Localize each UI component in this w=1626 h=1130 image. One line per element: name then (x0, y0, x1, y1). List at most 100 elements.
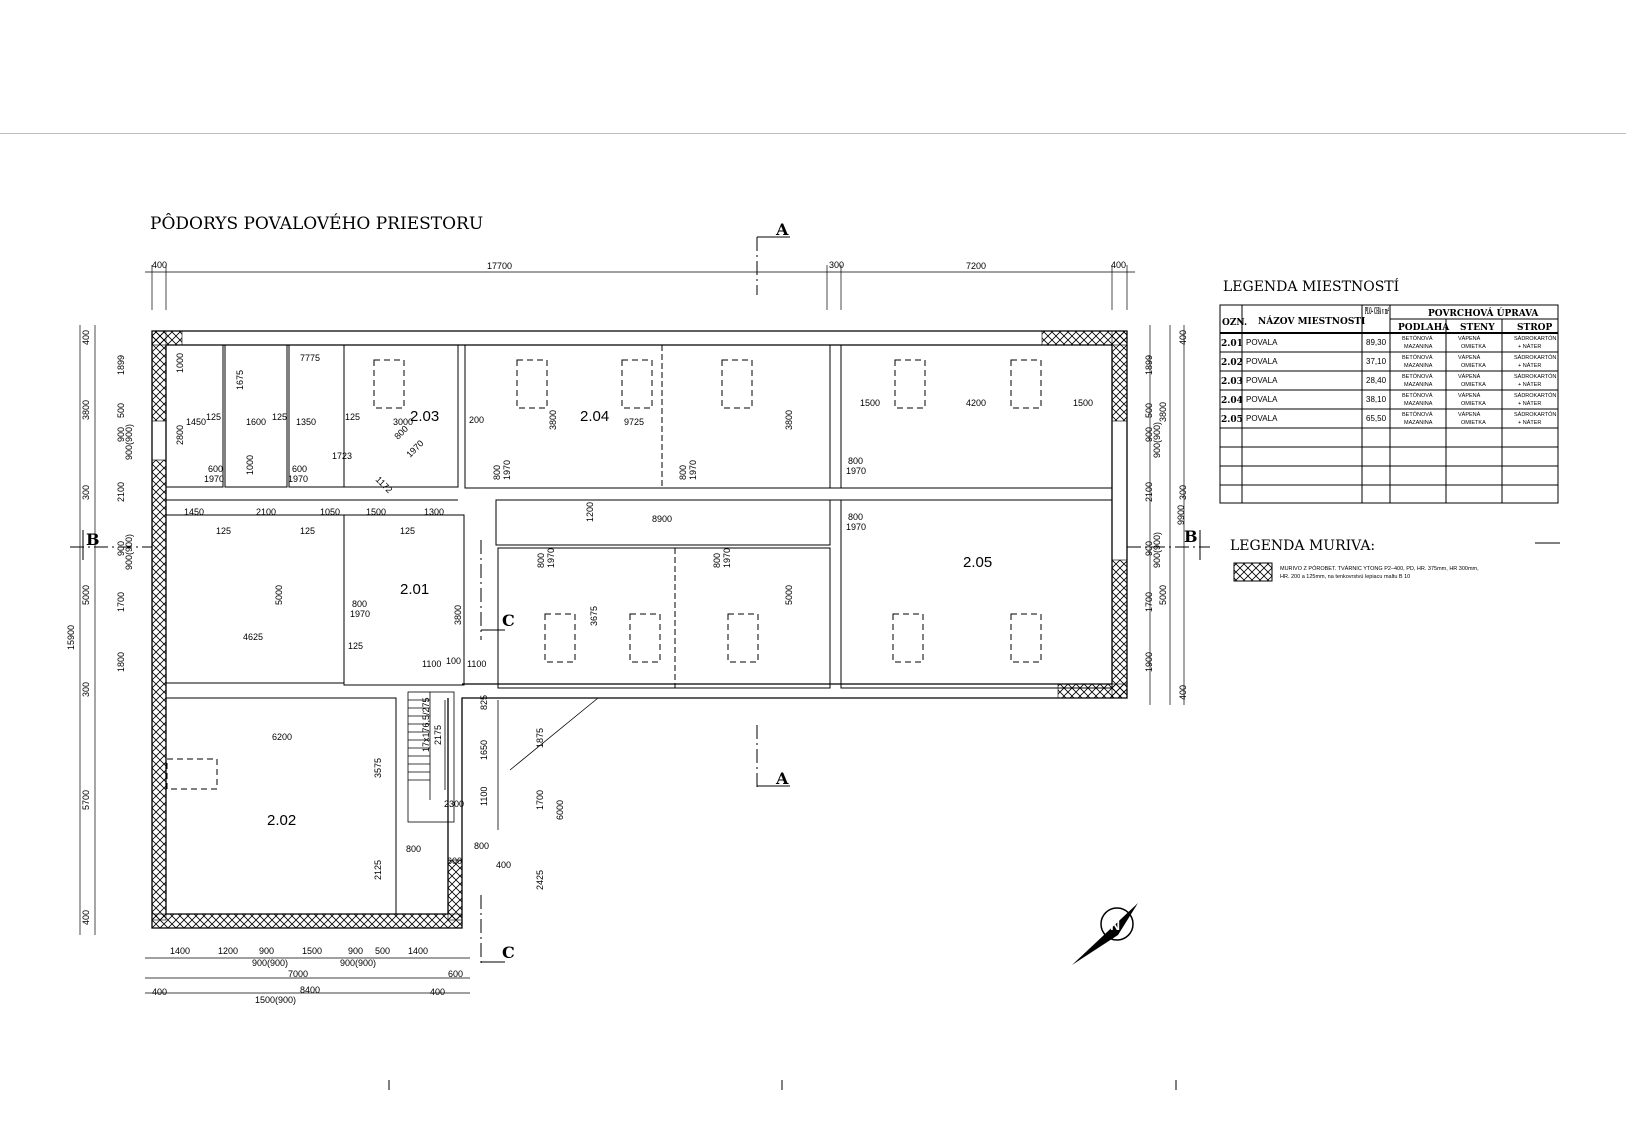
masonry-legend-title: LEGENDA MURIVA: (1230, 538, 1375, 554)
dim-inner: 825 (479, 695, 489, 710)
dim-inner: 800 (536, 553, 546, 568)
sheet-tick-marks (388, 542, 1560, 1090)
legend-podlaha: BETÓNOVÁ (1402, 335, 1433, 342)
dim-inner: 1172 (374, 474, 395, 495)
dim-inner: 1970 (204, 474, 224, 484)
dim-right: 900(900) (1152, 422, 1162, 458)
legend-strop: + NÁTER (1518, 343, 1541, 350)
dim-bottom: 8400 (300, 985, 320, 995)
legend-steny: VÁPENÁ (1458, 335, 1481, 342)
dim-inner: 2800 (175, 425, 185, 445)
dim-inner: 4200 (966, 398, 986, 408)
dim-right: 300 (1178, 485, 1188, 500)
page-border-line (0, 133, 1626, 134)
dim-inner: 1100 (479, 787, 489, 806)
dim-bottom: 900(900) (252, 958, 288, 968)
legend-steny: OMIETKA (1461, 420, 1486, 426)
dim-right: 1700 (1144, 592, 1154, 612)
header-steny: STENY (1460, 323, 1495, 333)
dim-bottom: 1500 (302, 946, 322, 956)
dim-left: 900 (116, 541, 126, 556)
dims-inner: 1000 1675 7775 1450 125 1600 125 1350 12… (175, 353, 1093, 890)
dim-bottom: 1400 (408, 946, 428, 956)
dim-left: 400 (81, 330, 91, 345)
legend-strop: + NÁTER (1518, 400, 1541, 407)
room-label-2-05: 2.05 (963, 554, 992, 571)
legend-ozn: 2.01 (1221, 339, 1243, 349)
room-label-2-02: 2.02 (267, 812, 296, 829)
dim-right: 500 (1144, 403, 1154, 418)
dim-top: 400 (1111, 260, 1126, 270)
dim-inner: 600 (447, 856, 462, 866)
drawing-title: PÔDORYS POVALOVÉHO PRIESTORU (150, 213, 483, 234)
dim-inner: 3800 (453, 605, 463, 625)
legend-nazov: POVALA (1246, 357, 1278, 366)
dim-left: 300 (81, 682, 91, 697)
dim-right: 900 (1144, 541, 1154, 556)
dim-top: 400 (152, 260, 167, 270)
legend-strop: + NÁTER (1518, 362, 1541, 369)
dim-left: 2100 (116, 482, 126, 502)
dim-inner: 1970 (846, 522, 866, 532)
dim-left: 1899 (116, 355, 126, 375)
legend-plocha: 38,10 (1366, 395, 1387, 404)
header-povrch: POVRCHOVÁ ÚPRAVA (1428, 307, 1539, 319)
dim-bottom: 400 (430, 987, 445, 997)
dim-inner: 1500 (1073, 398, 1093, 408)
dim-inner: 17x176,5/275 (421, 697, 431, 752)
legend-ozn: 2.02 (1221, 358, 1243, 368)
dim-right: 900(900) (1152, 532, 1162, 568)
room-legend-table: OZN. NÁZOV MIESTNOSTI PLO– CHA v m² POVR… (1219, 304, 1559, 504)
dim-right: 1899 (1144, 355, 1154, 375)
dims-right: 400 1899 3800 500 900 900(900) 300 2100 … (1144, 330, 1188, 700)
dim-inner: 1300 (424, 507, 444, 517)
section-mark-a-bottom: A (775, 769, 789, 788)
dim-inner: 125 (216, 526, 231, 536)
dim-bottom: 400 (152, 987, 167, 997)
legend-steny: VÁPENÁ (1458, 373, 1481, 380)
section-mark-a-top: A (775, 220, 789, 239)
legend-strop: + NÁTER (1518, 419, 1541, 426)
legend-ozn: 2.04 (1221, 396, 1243, 406)
dim-inner: 1675 (235, 370, 245, 390)
dim-inner: 800 (848, 512, 863, 522)
room-label-2-03: 2.03 (410, 408, 439, 425)
dim-inner: 200 (469, 415, 484, 425)
dim-inner: 5000 (274, 585, 284, 605)
dim-inner: 1100 (422, 659, 441, 669)
room-label-2-01: 2.01 (400, 581, 429, 598)
room-label-2-04: 2.04 (580, 408, 609, 425)
dim-inner: 1500 (366, 507, 386, 517)
dim-inner: 125 (348, 641, 363, 651)
dim-inner: 1200 (585, 502, 595, 522)
staircase (407, 691, 599, 830)
legend-podlaha: BETÓNOVÁ (1402, 373, 1433, 380)
interior-walls (165, 344, 1113, 915)
dim-left: 5000 (81, 585, 91, 605)
header-nazov: NÁZOV MIESTNOSTI (1258, 315, 1365, 327)
legend-nazov: POVALA (1246, 376, 1278, 385)
dim-inner: 6000 (555, 800, 565, 820)
dim-inner: 800 (474, 841, 489, 851)
north-arrow-icon: N (1072, 903, 1138, 965)
dim-inner: 1970 (350, 609, 370, 619)
legend-podlaha: MAZANINA (1404, 382, 1433, 388)
dim-inner: 125 (300, 526, 315, 536)
dim-inner: 2175 (433, 725, 443, 745)
section-mark-c-bottom: C (502, 943, 515, 962)
dim-bottom: 1500(900) (255, 995, 296, 1005)
dim-left: 300 (81, 485, 91, 500)
dim-right: 900 (1144, 427, 1154, 442)
header-plocha: PLO– CHA v m² (1365, 307, 1389, 317)
dim-inner: 1970 (288, 474, 308, 484)
legend-steny: OMIETKA (1461, 382, 1486, 388)
legend-plocha: 89,30 (1366, 338, 1387, 347)
dim-left: 5700 (81, 790, 91, 810)
dim-bottom: 900 (348, 946, 363, 956)
dim-inner: 600 (208, 464, 223, 474)
masonry-legend-line2: HR. 200 a 125mm, na tenkovrstvú lepiacu … (1280, 574, 1410, 580)
dimension-lines (79, 265, 1185, 994)
dim-bottom: 1200 (218, 946, 238, 956)
dim-inner: 2100 (256, 507, 276, 517)
